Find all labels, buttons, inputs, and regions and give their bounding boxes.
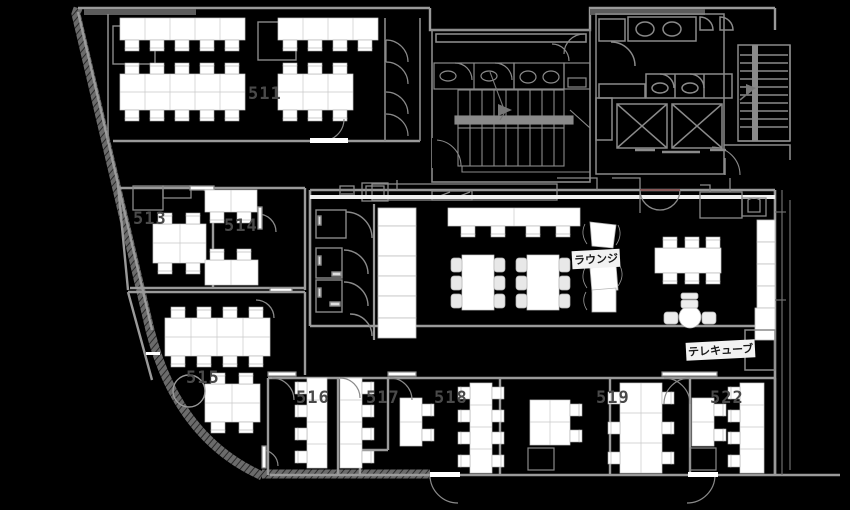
room-label-515: 515 bbox=[186, 368, 220, 388]
room-label-511: 511 bbox=[248, 84, 282, 104]
area-label-telecube: テレキューブ bbox=[685, 339, 756, 361]
table-516 bbox=[294, 377, 328, 469]
lounge-table-1 bbox=[450, 254, 506, 311]
room-label-517: 517 bbox=[366, 388, 400, 408]
table-513 bbox=[152, 212, 207, 275]
core-stairwell-2 bbox=[737, 44, 791, 142]
core-stairwell-1 bbox=[431, 29, 591, 183]
table-519-right bbox=[607, 382, 675, 474]
restrooms-center bbox=[433, 33, 591, 90]
room-label-518: 518 bbox=[434, 388, 468, 408]
locker-column bbox=[377, 207, 417, 339]
phone-booths-left bbox=[315, 209, 373, 337]
desk-cluster-511-main-right bbox=[277, 62, 354, 122]
table-518-right bbox=[457, 382, 505, 474]
table-515-small bbox=[204, 372, 261, 434]
room-label-514: 514 bbox=[224, 216, 258, 236]
core-elevator-zone bbox=[595, 13, 734, 175]
table-522 bbox=[689, 382, 765, 474]
doors-511-right bbox=[321, 39, 409, 142]
doors-bottom-band bbox=[267, 371, 718, 504]
column-round bbox=[172, 374, 206, 408]
desk-cluster-511-top-left bbox=[119, 17, 246, 52]
right-cabinets bbox=[754, 219, 776, 341]
room-label-519: 519 bbox=[596, 388, 630, 408]
room-515-walls bbox=[126, 290, 307, 381]
table-517 bbox=[339, 377, 375, 469]
area-label-lounge: ラウンジ bbox=[571, 248, 621, 270]
round-table-lounge bbox=[663, 292, 717, 329]
table-519-left bbox=[527, 399, 583, 471]
right-upper-counter bbox=[639, 178, 767, 219]
lounge-table-2 bbox=[515, 254, 571, 311]
desk-cluster-511-main-left bbox=[119, 62, 246, 122]
room-label-516: 516 bbox=[296, 388, 330, 408]
room-511-walls bbox=[107, 14, 421, 143]
right-meeting-table bbox=[654, 236, 722, 285]
lounge-armchairs bbox=[582, 221, 623, 313]
exterior-curtain-wall bbox=[71, 6, 265, 481]
table-518-left bbox=[399, 397, 435, 447]
table-515 bbox=[164, 306, 271, 368]
room-label-522: 522 bbox=[710, 388, 744, 408]
counter-bench-lounge bbox=[447, 207, 581, 238]
stairs-center bbox=[434, 71, 591, 173]
desk-cluster-511-top-right bbox=[277, 17, 379, 52]
elevator-cars bbox=[616, 103, 726, 154]
room-label-513: 513 bbox=[133, 209, 167, 229]
desks-514 bbox=[204, 189, 259, 286]
